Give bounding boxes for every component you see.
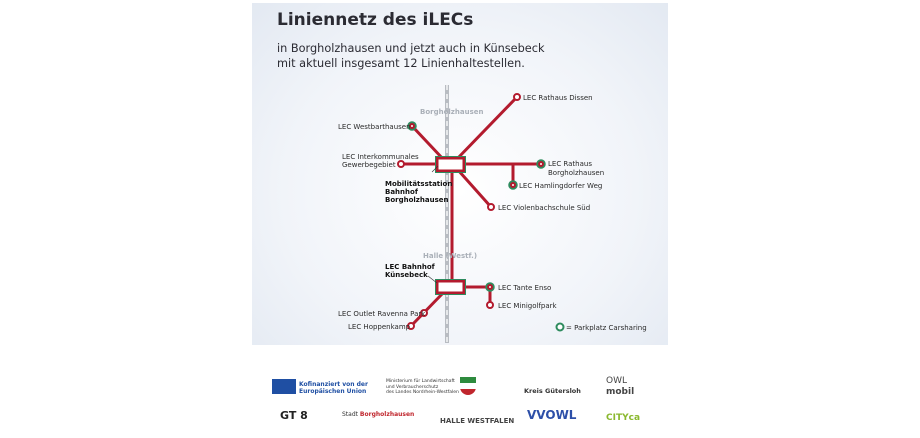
label-dissen: LEC Rathaus Dissen	[523, 94, 593, 102]
town-borgholzhausen: Borgholzhausen	[420, 108, 483, 116]
map-title: Liniennetz des iLECs	[277, 10, 474, 30]
cityca-logo: CITYca	[606, 413, 641, 423]
hub-north-label-3: Borgholzhausen	[385, 196, 448, 204]
label-rathaus-bgh-1: LEC Rathaus	[548, 160, 592, 168]
kreis-guetersloh-logo: Kreis Gütersloh	[524, 387, 581, 395]
hub-north-label-2: Bahnhof	[385, 188, 419, 196]
stadt-borgholzhausen-logo: Stadt Borgholzhausen	[342, 411, 415, 418]
label-westbarthausen: LEC Westbarthausen	[338, 123, 411, 131]
route-dissen	[454, 95, 519, 162]
label-violenbach: LEC Violenbachschule Süd	[498, 204, 590, 212]
stop-violenbach	[487, 203, 495, 211]
label-rathaus-bgh-2: Borgholzhausen	[548, 169, 604, 177]
label-outlet: LEC Outlet Ravenna Park	[338, 310, 426, 318]
stop-minigolf	[486, 301, 494, 309]
hub-borgholzhausen	[435, 156, 466, 173]
gt8-logo: GT 8	[280, 409, 308, 422]
label-tante-enso: LEC Tante Enso	[498, 284, 551, 292]
route-outlet	[409, 290, 446, 328]
hub-kuensebeck	[435, 279, 466, 295]
hub-north-label-1: Mobilitätsstation	[385, 180, 452, 188]
halle-westfalen-logo: HALLE WESTFALEN	[440, 417, 515, 425]
stop-outlet	[420, 309, 428, 317]
vvowl-logo: VVOWL	[527, 408, 577, 422]
map-subtitle-line1: in Borgholzhausen und jetzt auch in Küns…	[277, 42, 545, 55]
label-interkommunal-2: Gewerbegebiet	[342, 161, 396, 169]
label-hoppenkamp: LEC Hoppenkamp	[348, 323, 411, 331]
route-violenbach	[456, 169, 493, 208]
stop-dissen	[513, 93, 521, 101]
hub-south-label-2: Künsebeck	[385, 271, 428, 279]
eu-logo	[272, 379, 296, 394]
town-halle: Halle (Westf.)	[423, 252, 477, 260]
legend-carsharing-icon	[555, 322, 565, 332]
label-minigolf: LEC Minigolfpark	[498, 302, 558, 310]
stop-interkommunal	[397, 160, 405, 168]
map-subtitle-line2: mit aktuell insgesamt 12 Linienhaltestel…	[277, 57, 525, 70]
label-interkommunal-1: LEC Interkommunales	[342, 153, 419, 161]
nrw-crest-icon	[460, 377, 476, 395]
legend-carsharing-label: = Parkplatz Carsharing	[566, 324, 647, 332]
stop-hoppenkamp	[407, 322, 415, 330]
route-westbarthausen	[410, 124, 446, 162]
hub-south-label-1: LEC Bahnhof	[385, 263, 436, 271]
label-hamlingdorf: LEC Hamlingdorfer Weg	[519, 182, 602, 190]
